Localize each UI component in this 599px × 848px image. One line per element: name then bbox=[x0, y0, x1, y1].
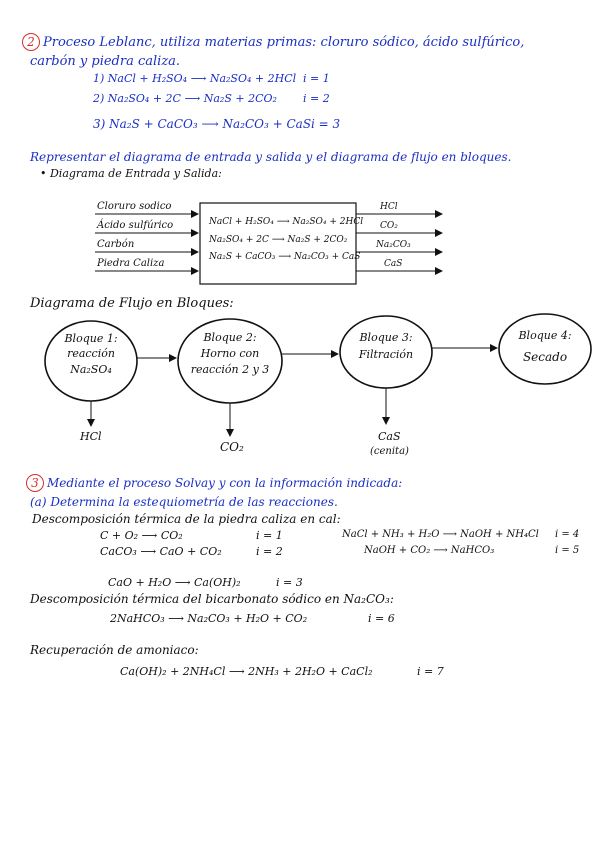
input-label-1: Cloruro sodico bbox=[97, 201, 172, 212]
io-process-box bbox=[199, 202, 357, 285]
solvay-reaction-4-index: i = 4 bbox=[555, 529, 580, 540]
box-line-2: Na₂SO₄ + 2C ⟶ Na₂S + 2CO₂ bbox=[209, 235, 348, 245]
block4-line2: Secado bbox=[522, 350, 568, 364]
section3-subtitle1: Descomposición térmica de la piedra cali… bbox=[32, 512, 341, 526]
section3-subtitle2: Descomposición térmica del bicarbonato s… bbox=[30, 592, 394, 606]
box-line-3: Na₂S + CaCO₃ ⟶ Na₂CO₃ + CaS bbox=[209, 252, 361, 262]
section3-number: 3 bbox=[26, 474, 44, 492]
leblanc-reaction-3: 3) Na₂S + CaCO₃ ⟶ Na₂CO₃ + CaS bbox=[93, 117, 312, 131]
solvay-reaction-6-index: i = 6 bbox=[368, 612, 395, 625]
leblanc-reaction-3-index: i = 3 bbox=[311, 117, 341, 131]
solvay-reaction-7-index: i = 7 bbox=[417, 665, 444, 678]
block1-line2: reacción bbox=[67, 347, 115, 360]
block1-line3: Na₂SO₄ bbox=[70, 363, 112, 376]
block3-title: Bloque 3: bbox=[359, 331, 413, 344]
box-line-1: NaCl + H₂SO₄ ⟶ Na₂SO₄ + 2HCl bbox=[209, 217, 364, 227]
solvay-reaction-2-index: i = 2 bbox=[256, 545, 283, 558]
block2-line2: Horno con bbox=[200, 347, 260, 360]
block4-title: Bloque 4: bbox=[518, 329, 572, 342]
section3-task-a: (a) Determina la estequiometría de las r… bbox=[30, 495, 338, 509]
block3-line2: Filtración bbox=[358, 348, 414, 361]
section2-intro-text: Proceso Leblanc, utiliza materias primas… bbox=[43, 35, 525, 50]
solvay-reaction-4: NaCl + NH₃ + H₂O ⟶ NaOH + NH₄Cl bbox=[342, 529, 539, 540]
block3-output-note: (cenita) bbox=[370, 446, 409, 457]
solvay-reaction-1: C + O₂ ⟶ CO₂ bbox=[100, 529, 183, 542]
input-label-4: Piedra Caliza bbox=[97, 258, 165, 269]
solvay-reaction-7: Ca(OH)₂ + 2NH₄Cl ⟶ 2NH₃ + 2H₂O + CaCl₂ bbox=[120, 665, 373, 678]
solvay-reaction-6: 2NaHCO₃ ⟶ Na₂CO₃ + H₂O + CO₂ bbox=[110, 612, 308, 625]
output-label-2: CO₂ bbox=[380, 221, 398, 231]
section2-intro-line2: carbón y piedra caliza. bbox=[30, 54, 181, 69]
leblanc-reaction-2: 2) Na₂SO₄ + 2C ⟶ Na₂S + 2CO₂ bbox=[93, 92, 277, 105]
block2-output: CO₂ bbox=[220, 440, 244, 454]
output-label-3: Na₂CO₃ bbox=[376, 240, 411, 250]
solvay-reaction-3: CaO + H₂O ⟶ Ca(OH)₂ bbox=[108, 576, 241, 589]
leblanc-reaction-1: 1) NaCl + H₂SO₄ ⟶ Na₂SO₄ + 2HCl bbox=[93, 72, 297, 85]
solvay-reaction-2: CaCO₃ ⟶ CaO + CO₂ bbox=[100, 545, 222, 558]
block2-title: Bloque 2: bbox=[203, 331, 257, 344]
solvay-reaction-1-index: i = 1 bbox=[256, 529, 283, 542]
section2-task: Representar el diagrama de entrada y sal… bbox=[30, 150, 512, 164]
flow-diagram-title: Diagrama de Flujo en Bloques: bbox=[30, 296, 234, 311]
block2-line3: reacción 2 y 3 bbox=[190, 363, 270, 376]
input-label-3: Carbón bbox=[97, 239, 135, 250]
block1-output: HCl bbox=[80, 430, 102, 443]
output-label-4: CaS bbox=[384, 259, 403, 269]
section3-subtitle3: Recuperación de amoniaco: bbox=[30, 643, 199, 657]
section3-intro-text: Mediante el proceso Solvay y con la info… bbox=[47, 476, 403, 490]
leblanc-reaction-2-index: i = 2 bbox=[303, 92, 330, 105]
block4-ellipse bbox=[498, 313, 592, 385]
block1-title: Bloque 1: bbox=[64, 332, 118, 345]
io-diagram-title: • Diagrama de Entrada y Salida: bbox=[40, 167, 222, 180]
block3-output: CaS bbox=[378, 430, 401, 443]
input-label-2: Ácido sulfúrico bbox=[97, 220, 174, 231]
solvay-reaction-5: NaOH + CO₂ ⟶ NaHCO₃ bbox=[364, 545, 495, 556]
section2-number: 2 bbox=[22, 33, 40, 51]
solvay-reaction-5-index: i = 5 bbox=[555, 545, 580, 556]
leblanc-reaction-1-index: i = 1 bbox=[303, 72, 330, 85]
solvay-reaction-3-index: i = 3 bbox=[276, 576, 303, 589]
output-label-1: HCl bbox=[380, 202, 398, 212]
